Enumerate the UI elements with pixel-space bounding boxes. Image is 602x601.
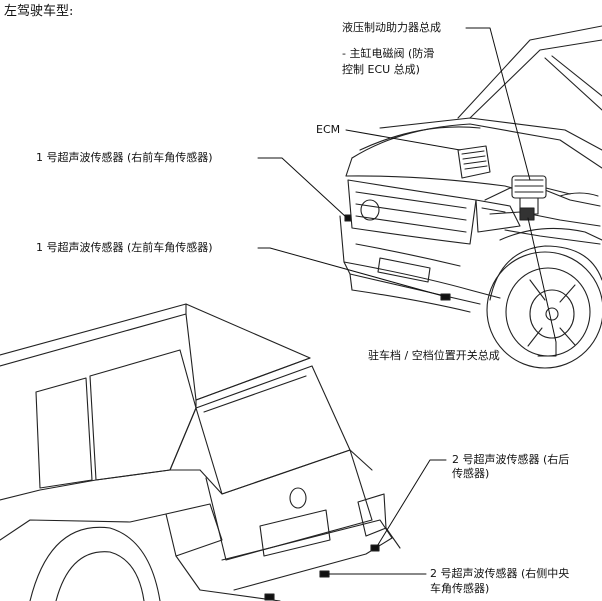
diagram-title: 左驾驶车型:	[4, 4, 74, 19]
label-sensor-front-left: 1 号超声波传感器 (左前车角传感器)	[36, 241, 213, 254]
rear-vehicle-drawing	[0, 303, 401, 601]
label-master-cylinder-valve-line2: 控制 ECU 总成)	[342, 63, 420, 76]
label-sensor-front-right: 1 号超声波传感器 (右前车角传感器)	[36, 151, 213, 164]
label-master-cylinder-valve-line1: - 主缸电磁阀 (防滑	[342, 47, 435, 60]
label-sensor-rear-right-line2: 传感器)	[452, 467, 490, 480]
label-sensor-rear-right-line1: 2 号超声波传感器 (右后	[452, 453, 570, 466]
label-sensor-rear-center-line2: 车角传感器)	[430, 582, 490, 595]
label-hydraulic-booster: 液压制动助力器总成	[342, 21, 441, 34]
label-ecm: ECM	[316, 123, 341, 136]
front-vehicle-drawing	[339, 25, 602, 369]
label-sensor-rear-center-line1: 2 号超声波传感器 (右侧中央	[430, 567, 570, 580]
leader-lines	[257, 27, 557, 575]
label-parking-switch: 驻车档 / 空档位置开关总成	[368, 349, 500, 362]
